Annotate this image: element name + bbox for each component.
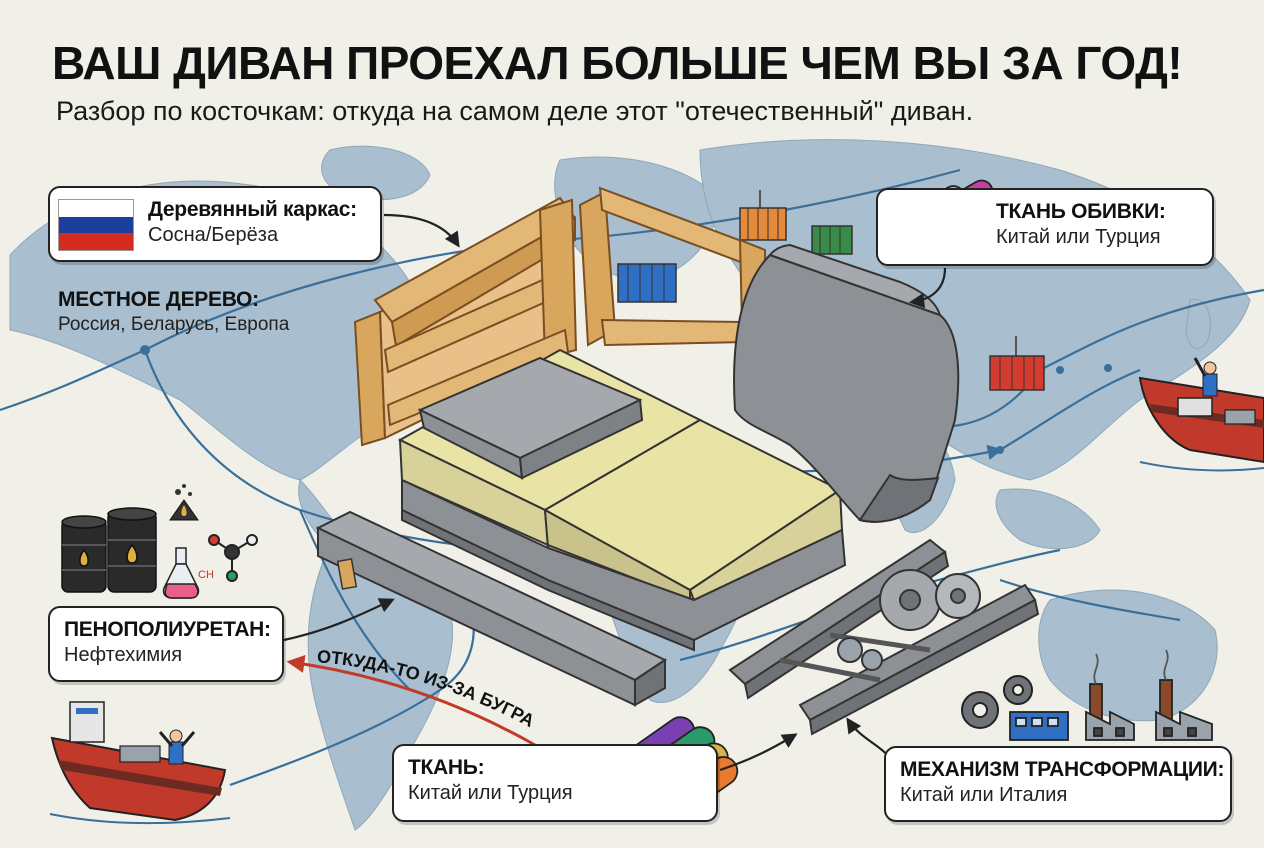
cargo-ship-icon xyxy=(49,701,231,825)
sofa-base xyxy=(401,478,847,652)
sofa-backrest xyxy=(733,243,960,523)
route-node xyxy=(996,446,1004,454)
local-wood-text: Россия, Беларусь, Европа xyxy=(58,314,290,335)
callout-wood-frame: Деревянный каркас: Сосна/Берёза xyxy=(48,186,382,262)
route-south-2 xyxy=(229,597,481,787)
chem-label: CH xyxy=(198,569,214,581)
cargo-ship-icon xyxy=(1138,357,1264,472)
local-wood-label: МЕСТНОЕ ДЕРЕВО: Россия, Беларусь, Европа xyxy=(58,288,289,336)
callout-text: Китай или Италия xyxy=(900,784,1068,806)
factory-icon xyxy=(1085,653,1135,741)
gear-icon xyxy=(961,675,1033,729)
callout-heading: Деревянный каркас: xyxy=(148,198,357,221)
molecule-icon xyxy=(208,534,258,582)
callout-heading: ТКАНЬ: xyxy=(408,756,485,779)
callout-heading: ПЕНОПОЛИУРЕТАН: xyxy=(64,618,271,641)
callout-text: Китай или Турция xyxy=(408,782,573,804)
local-wood-heading: МЕСТНОЕ ДЕРЕВО: xyxy=(58,288,259,311)
map-southeast-asia xyxy=(995,488,1101,550)
callout-text: Китай или Турция xyxy=(996,226,1161,248)
oil-barrel-icon xyxy=(107,507,157,593)
route-west xyxy=(0,348,146,412)
route-node xyxy=(1104,364,1112,372)
shipping-container-icon xyxy=(739,190,787,241)
shipping-container-icon xyxy=(617,263,677,303)
russia-flag-icon xyxy=(58,199,134,251)
factory-icon xyxy=(1155,649,1213,741)
flask-icon xyxy=(162,547,200,599)
page-subtitle: Разбор по косточкам: откуда на самом дел… xyxy=(56,96,974,126)
red-arrow xyxy=(286,655,536,747)
shipping-container-icon xyxy=(811,225,853,255)
page-title: ВАШ ДИВАН ПРОЕХАЛ БОЛЬШЕ ЧЕМ ВЫ ЗА ГОД! xyxy=(52,37,1183,89)
sofa-wood-frame xyxy=(353,186,768,447)
callout-heading: МЕХАНИЗМ ТРАНСФОРМАЦИИ: xyxy=(900,758,1225,781)
transformation-mechanism xyxy=(728,538,1040,736)
callout-upholstery: ТКАНЬ ОБИВКИ: Китай или Турция xyxy=(876,188,1214,266)
factory-icon xyxy=(1009,711,1069,741)
callout-heading: ТКАНЬ ОБИВКИ: xyxy=(996,200,1166,223)
route-americas xyxy=(143,349,461,547)
sofa-pillow xyxy=(417,356,644,480)
route-node xyxy=(1056,366,1064,374)
route-node xyxy=(140,345,150,355)
shipping-container-icon xyxy=(989,336,1045,391)
oil-barrel-icon xyxy=(61,515,107,593)
map-japan xyxy=(1185,298,1211,350)
route-pacific xyxy=(999,368,1141,451)
oil-drop-icon xyxy=(169,484,199,521)
map-australia xyxy=(1038,589,1218,722)
callout-text: Сосна/Берёза xyxy=(148,224,279,246)
sofa-leg xyxy=(336,558,358,590)
callout-mechanism: МЕХАНИЗМ ТРАНСФОРМАЦИИ: Китай или Италия xyxy=(884,746,1232,822)
callout-foam: ПЕНОПОЛИУРЕТАН: Нефтехимия xyxy=(48,606,284,682)
route-east xyxy=(1039,288,1264,371)
route-south-1 xyxy=(298,509,411,691)
callout-text: Нефтехимия xyxy=(64,644,183,666)
callout-fabric: ТКАНЬ: Китай или Турция xyxy=(392,744,718,822)
foam-bar xyxy=(315,510,668,707)
